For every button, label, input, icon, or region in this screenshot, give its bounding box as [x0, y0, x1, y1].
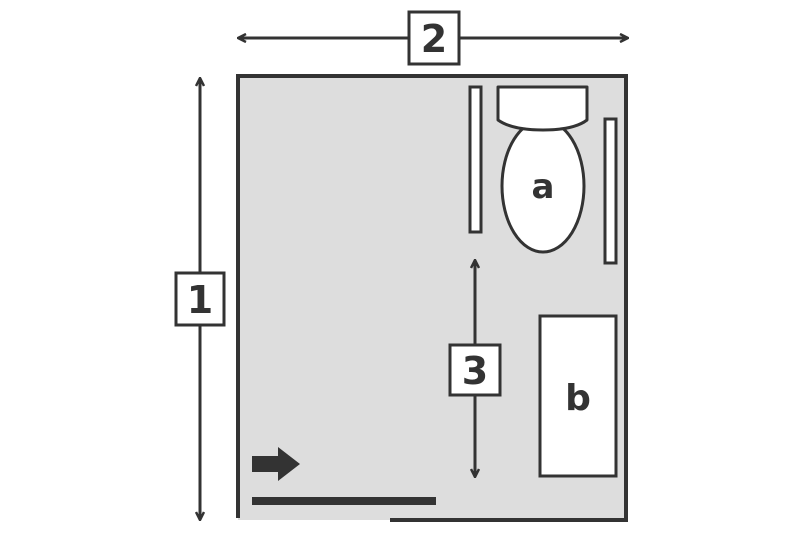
dimension-3-label: 3	[462, 349, 488, 393]
grab-bar-right	[603, 117, 618, 265]
room-walls	[236, 74, 628, 522]
dimension-3: 3	[448, 260, 502, 477]
sink: b	[538, 314, 618, 478]
toilet: a	[496, 85, 589, 254]
sink-label: b	[565, 378, 591, 419]
sink-counter	[538, 314, 618, 478]
toilet-label: a	[532, 167, 555, 207]
dimension-1-box	[174, 271, 226, 327]
grab-bar-left	[468, 85, 483, 234]
toilet-tank	[496, 85, 589, 132]
dimension-1-label: 1	[187, 278, 213, 322]
dimension-1: 1	[174, 78, 226, 520]
dimension-2: 2	[238, 10, 628, 66]
arrow-right-icon	[252, 447, 300, 481]
dimension-2-box	[407, 10, 461, 66]
dimension-3-box	[448, 343, 502, 397]
dimension-2-label: 2	[421, 17, 447, 61]
